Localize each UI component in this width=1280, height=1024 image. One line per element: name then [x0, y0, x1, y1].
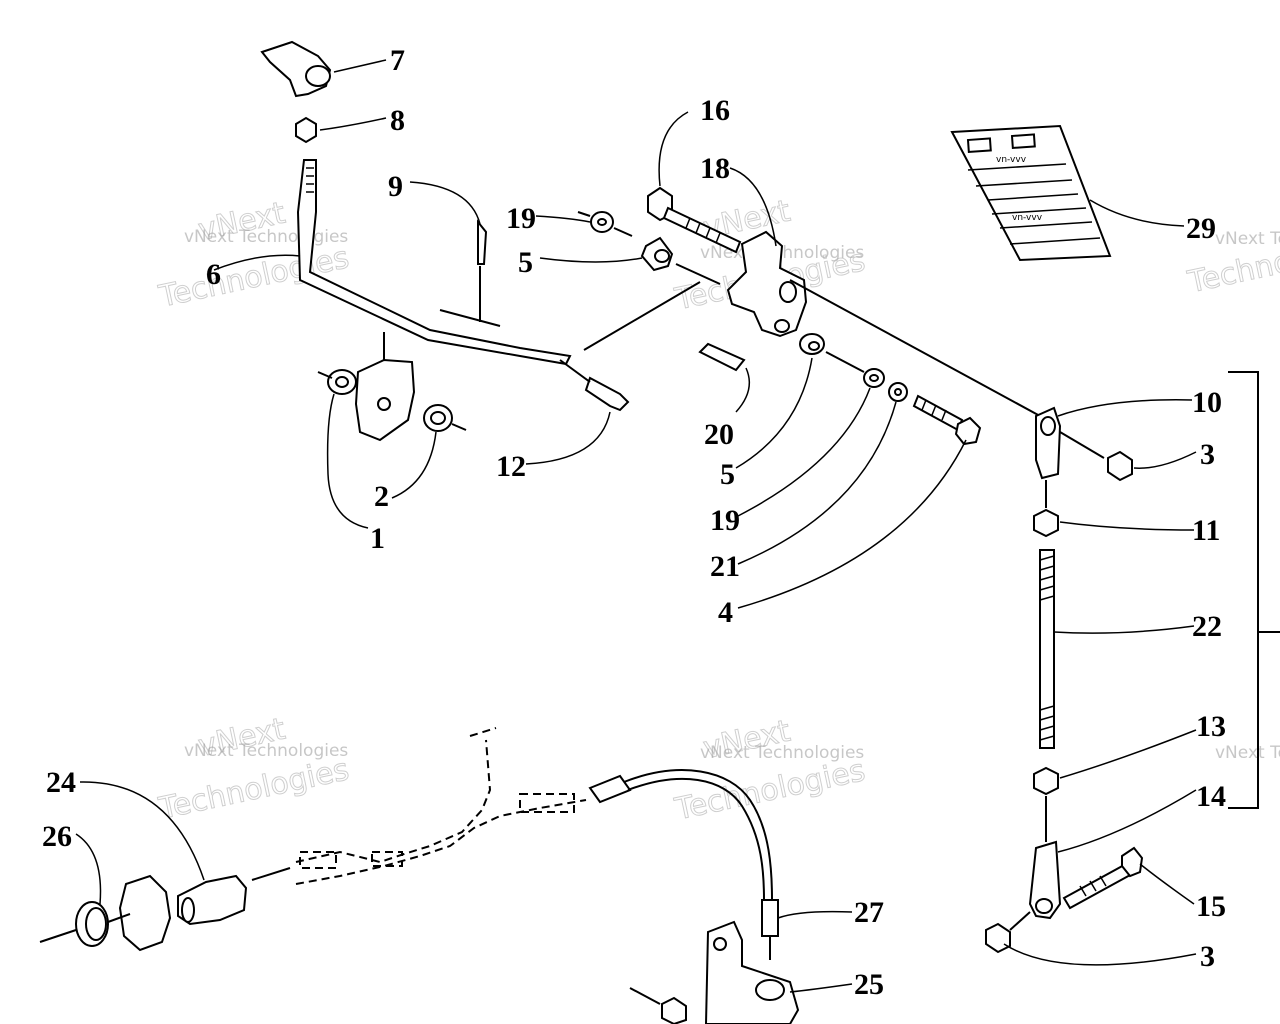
shift-knob-bore — [305, 65, 331, 87]
callout-22: 22 — [1192, 610, 1222, 643]
wire-harness — [295, 739, 492, 864]
watermark-brand: Technologies — [155, 752, 352, 827]
callout-5-top: 5 — [518, 246, 533, 279]
jam-nut-bottom — [1033, 766, 1059, 796]
callout-14: 14 — [1196, 780, 1226, 813]
shift-lever-nut — [295, 116, 317, 144]
pivot-plate-hole — [377, 397, 391, 411]
callout-8: 8 — [390, 104, 405, 137]
linkage-rod-group — [985, 371, 1280, 954]
callout-3-bottom: 3 — [1200, 940, 1215, 973]
callout-25: 25 — [854, 968, 884, 1001]
jam-nut-top — [1033, 508, 1059, 538]
callout-24: 24 — [46, 766, 76, 799]
watermark-text-partial: vNext Te — [1215, 229, 1280, 249]
callout-26: 26 — [42, 820, 72, 853]
decal-text: vn-vvv — [1012, 213, 1043, 223]
callout-12: 12 — [496, 450, 526, 483]
callout-27: 27 — [854, 896, 884, 929]
callout-1: 1 — [370, 522, 385, 555]
cotter-pin — [477, 219, 488, 265]
bracket — [726, 230, 808, 338]
cable-end-fitting — [761, 899, 779, 937]
bracket-nut — [661, 996, 687, 1024]
callout-11: 11 — [1192, 514, 1220, 547]
assembly-bracket — [1228, 371, 1259, 809]
rod-end-bottom — [1028, 840, 1062, 920]
warning-decal: vn-vvv vn-vvv — [950, 124, 1112, 262]
watermark-text-partial: vNext Te — [1215, 743, 1280, 763]
switch-harness-group — [39, 727, 800, 1024]
callout-19-bottom: 19 — [710, 504, 740, 537]
watermark-text: vNext Technologies — [184, 741, 348, 761]
callout-6: 6 — [206, 258, 221, 291]
callout-7: 7 — [390, 44, 405, 77]
rod-end-nut-top — [1107, 450, 1133, 482]
callout-29: 29 — [1186, 212, 1216, 245]
callout-4: 4 — [718, 596, 733, 629]
rod-end-bolt — [1062, 862, 1134, 910]
watermark-text: vNext Technologies — [700, 743, 864, 763]
callout-5-bottom: 5 — [720, 458, 735, 491]
reverse-switch — [177, 874, 248, 926]
callout-16: 16 — [700, 94, 730, 127]
callout-9: 9 — [388, 170, 403, 203]
callout-20: 20 — [704, 418, 734, 451]
callout-21: 21 — [710, 550, 740, 583]
callout-2: 2 — [374, 480, 389, 513]
decal-text: vn-vvv — [996, 155, 1027, 165]
bracket-bolt-bottom — [912, 394, 964, 432]
control-cable — [623, 769, 773, 901]
cable-connector — [588, 774, 632, 804]
leader-lines — [75, 59, 1197, 993]
callout-18: 18 — [700, 152, 730, 185]
switch-plate — [118, 874, 172, 952]
shift-lever-rod — [296, 159, 572, 366]
pivot-pin — [698, 342, 746, 372]
callout-13: 13 — [1196, 710, 1226, 743]
callout-3-top: 3 — [1200, 438, 1215, 471]
callout-labels: 1 2 3 3 4 5 5 6 7 8 9 10 11 12 13 14 15 … — [42, 44, 1226, 1001]
bracket-group — [577, 186, 1041, 446]
shift-lever-group — [260, 40, 701, 442]
watermark-brand: Technologies — [671, 753, 868, 828]
callout-19-top: 19 — [506, 202, 536, 235]
callout-15: 15 — [1196, 890, 1226, 923]
clevis-pin — [584, 376, 630, 412]
rod-end-nut-bottom — [985, 922, 1011, 954]
callout-10: 10 — [1192, 386, 1222, 419]
